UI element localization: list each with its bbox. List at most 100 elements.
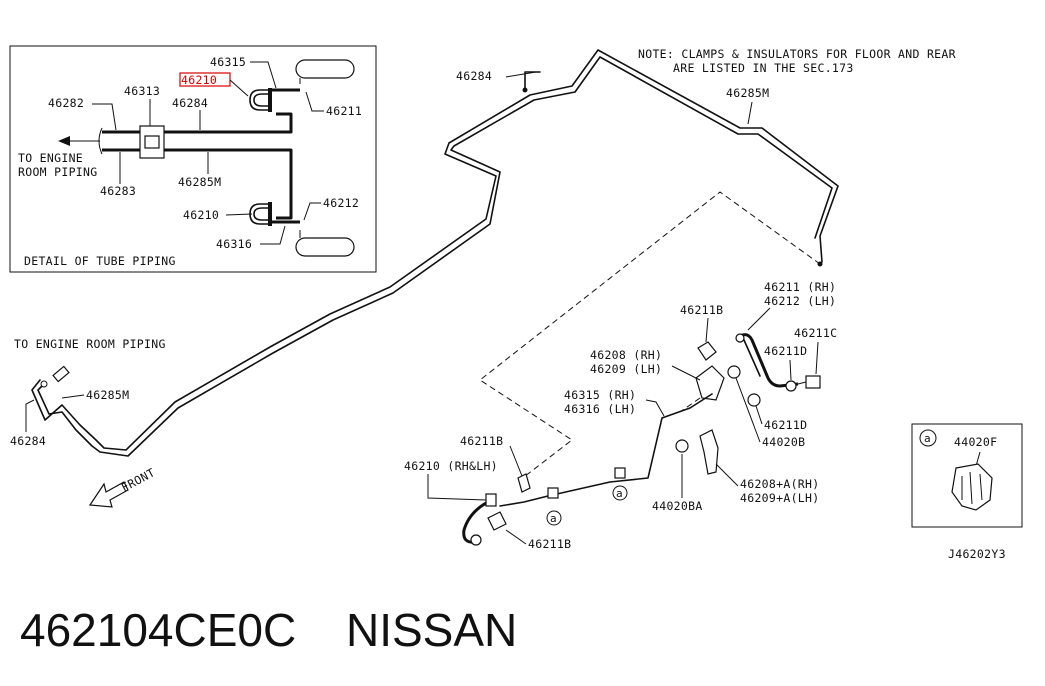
- label-46316-lh: 46316 (LH): [564, 402, 636, 416]
- label-44020ba: 44020BA: [652, 499, 703, 513]
- detail-fitting-upper: [268, 88, 272, 112]
- clip-on-tube-2: [547, 487, 559, 499]
- leader-46208a: [715, 463, 739, 487]
- washer-46211d-2: [747, 393, 761, 407]
- detail-connector-inner: [144, 135, 160, 149]
- label-46211b-bottom: 46211B: [528, 537, 571, 551]
- detail-label-46212: 46212: [323, 196, 359, 210]
- detail-leader-46210b: [225, 213, 253, 216]
- label-46284-left: 46284: [10, 434, 46, 448]
- detail-hose-lower: [249, 203, 271, 225]
- detail-leader-46316: [260, 225, 286, 245]
- leader-46211-rh: [747, 307, 771, 331]
- leader-46211b-mid: [509, 445, 523, 477]
- detail-label-46315: 46315: [210, 55, 246, 69]
- detail-engine-arrow-head: [58, 136, 70, 146]
- reference-dash-main: [479, 191, 821, 481]
- detail-label-46284: 46284: [172, 96, 208, 110]
- detail-to-engine-line1: TO ENGINE: [18, 151, 83, 165]
- clip-on-tube-1: [614, 467, 626, 479]
- front-arrow-icon: [88, 481, 129, 508]
- detail-caliper-upper: [295, 59, 355, 79]
- circle-a-text-1: a: [616, 487, 623, 500]
- detail-label-46283: 46283: [100, 184, 136, 198]
- rear-hose-46210-end: [470, 534, 482, 546]
- detail-leader-46315: [250, 61, 277, 89]
- washer-46211d-1: [785, 380, 797, 392]
- inset-44020f: a 44020F: [911, 423, 1023, 528]
- front-indicator: FRONT: [88, 465, 157, 508]
- caption-part-number: 462104CE0C: [20, 604, 296, 656]
- label-46285m-left: 46285M: [86, 388, 129, 402]
- detail-pipe-46285m: [164, 148, 293, 220]
- leader-46210: [427, 474, 487, 501]
- detail-hose-upper: [249, 89, 271, 111]
- detail-pipe-break: [98, 127, 103, 155]
- label-46315-rh: 46315 (RH): [564, 388, 636, 402]
- rear-hose-46211: [739, 333, 799, 388]
- leader-46285m-top: [747, 101, 753, 125]
- detail-title: DETAIL OF TUBE PIPING: [24, 254, 176, 268]
- clip-44020f-detail: [961, 471, 983, 505]
- nut-44020ba: [675, 439, 689, 453]
- main-tube-lower: [37, 56, 833, 457]
- engine-end-nut: [40, 380, 48, 388]
- label-46284-top: 46284: [456, 69, 492, 83]
- detail-leader-46210: [229, 79, 249, 97]
- circle-a-marker-1: [612, 485, 628, 501]
- detail-to-engine-line2: ROOM PIPING: [18, 165, 97, 179]
- detail-hose-lower-inner: [253, 207, 271, 221]
- label-46211d-2: 46211D: [764, 418, 807, 432]
- circle-a-text-2: a: [550, 512, 557, 525]
- inset-frame: [911, 423, 1023, 528]
- detail-leader-46282: [92, 103, 117, 131]
- detail-hose-upper-inner: [253, 93, 271, 107]
- rear-assembly: a a: [462, 333, 821, 546]
- detail-box-frame: [9, 45, 377, 273]
- label-46211-rh: 46211 (RH): [764, 280, 836, 294]
- clip-46211b-bottom: [487, 511, 507, 531]
- label-44020b: 44020B: [762, 435, 805, 449]
- label-46285m-top: 46285M: [726, 86, 769, 100]
- inset-circle-a-text: a: [924, 432, 931, 445]
- circle-a-marker-2: [546, 510, 562, 526]
- leader-46284-top: [505, 71, 537, 78]
- leader-44020b: [735, 377, 761, 443]
- inset-circle-a: [919, 429, 937, 447]
- label-to-engine: TO ENGINE ROOM PIPING: [14, 337, 166, 351]
- detail-label-46313: 46313: [124, 84, 160, 98]
- leader-46285m-left: [61, 394, 85, 399]
- detail-box: DETAIL OF TUBE PIPING TO ENGINE ROOM PIP…: [9, 45, 377, 273]
- note-line1: NOTE: CLAMPS & INSULATORS FOR FLOOR AND …: [638, 47, 956, 61]
- rear-hose-46210: [462, 498, 493, 544]
- detail-label-46210-highlight: 46210: [181, 73, 217, 87]
- main-tube-upper: [31, 49, 839, 451]
- bracket-46208: [695, 365, 725, 401]
- label-46209-lh: 46209 (LH): [590, 362, 662, 376]
- detail-pipe-46284: [164, 112, 293, 134]
- note-line2: ARE LISTED IN THE SEC.173: [673, 61, 854, 75]
- label-46211c: 46211C: [794, 326, 837, 340]
- rear-hose-fitting-top: [735, 333, 745, 343]
- leader-46211d-2: [755, 405, 763, 425]
- engine-end-fitting: [52, 365, 70, 383]
- label-front: FRONT: [119, 465, 157, 494]
- label-46211b-mid: 46211B: [460, 434, 503, 448]
- clip-46211b-top: [697, 341, 717, 361]
- label-44020f: 44020F: [954, 435, 997, 449]
- detail-label-46285m: 46285M: [178, 175, 221, 189]
- detail-fitting-lower: [268, 202, 272, 226]
- tube-46284-stub: [524, 71, 541, 91]
- leader-46315: [645, 399, 665, 417]
- label-46208a-rh: 46208+A(RH): [740, 477, 819, 491]
- leader-46211b-bottom: [505, 529, 527, 545]
- label-46211b-top: 46211B: [680, 303, 723, 317]
- label-46210-rhlh: 46210 (RH&LH): [404, 459, 498, 473]
- tube-46315: [499, 393, 713, 507]
- caption-brand: NISSAN: [346, 604, 517, 656]
- detail-label-46316: 46316: [216, 237, 252, 251]
- rear-hose-46210-fitting: [485, 493, 497, 507]
- clip-46211b-mid: [517, 473, 531, 493]
- washer-top: [727, 365, 741, 379]
